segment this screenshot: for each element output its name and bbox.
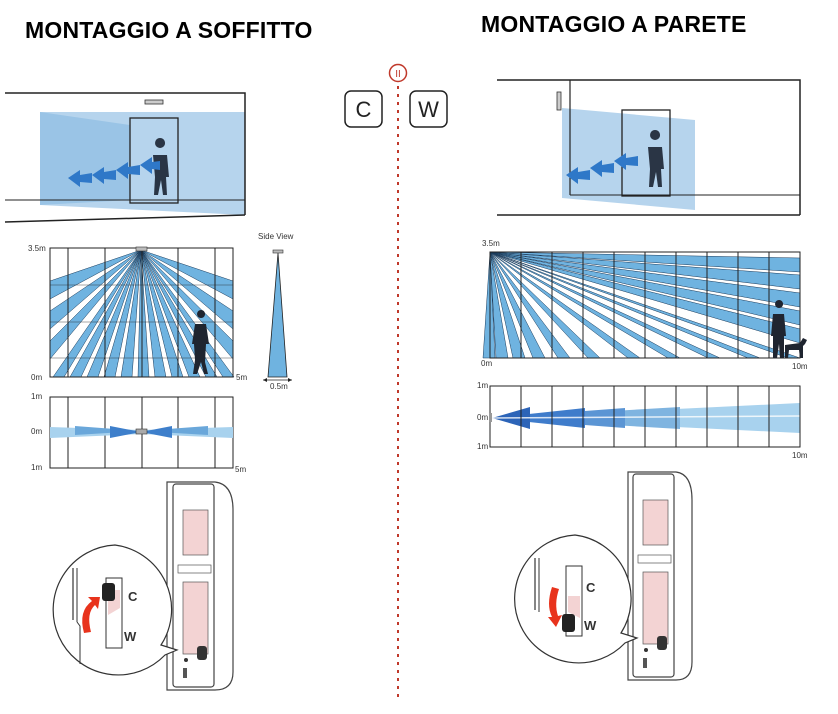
svg-text:1m: 1m <box>31 463 42 472</box>
wall-room-illustration <box>497 79 801 216</box>
svg-text:0.5m: 0.5m <box>270 382 288 391</box>
ceiling-room-illustration <box>4 92 246 223</box>
svg-text:C: C <box>128 589 138 604</box>
svg-text:C: C <box>356 97 372 122</box>
ceiling-key-icon: C <box>344 90 383 128</box>
svg-text:W: W <box>418 97 439 122</box>
svg-text:0m: 0m <box>31 373 42 382</box>
svg-text:5m: 5m <box>236 373 247 382</box>
wall-coverage-top-chart: 1m 0m 1m 10m <box>477 381 808 460</box>
wall-coverage-side-chart: 3.5m 0m 10m <box>481 239 808 371</box>
ceiling-coverage-top-chart: 1m 0m 1m 5m <box>31 392 246 474</box>
svg-text:1m: 1m <box>477 381 488 390</box>
ceiling-coverage-side-chart: 3.5m 0m 5m <box>28 244 247 382</box>
center-divider: II <box>388 63 408 700</box>
wall-device-illustration <box>627 471 693 681</box>
svg-text:C: C <box>586 580 596 595</box>
ceiling-switch-magnifier: C W <box>52 544 179 676</box>
wall-beam-fan <box>482 251 801 359</box>
wall-mount-title: MONTAGGIO A PARETE <box>481 11 747 37</box>
svg-text:10m: 10m <box>792 362 808 371</box>
svg-text:5m: 5m <box>235 465 246 474</box>
svg-text:3.5m: 3.5m <box>28 244 46 253</box>
side-view: Side View 0.5m <box>258 232 294 391</box>
svg-text:3.5m: 3.5m <box>482 239 500 248</box>
wall-switch-magnifier: C W <box>514 534 639 664</box>
divider-symbol: II <box>395 69 401 80</box>
svg-text:10m: 10m <box>792 451 808 460</box>
svg-text:0m: 0m <box>31 427 42 436</box>
svg-text:W: W <box>584 618 597 633</box>
svg-text:W: W <box>124 629 137 644</box>
beam <box>482 251 496 359</box>
svg-text:0m: 0m <box>477 413 488 422</box>
svg-text:0m: 0m <box>481 359 492 368</box>
ceiling-mount-title: MONTAGGIO A SOFFITTO <box>25 17 313 43</box>
svg-text:Side View: Side View <box>258 232 294 241</box>
wall-key-icon: W <box>409 90 448 128</box>
ceiling-device-illustration <box>166 481 234 691</box>
svg-text:1m: 1m <box>477 442 488 451</box>
svg-text:1m: 1m <box>31 392 42 401</box>
